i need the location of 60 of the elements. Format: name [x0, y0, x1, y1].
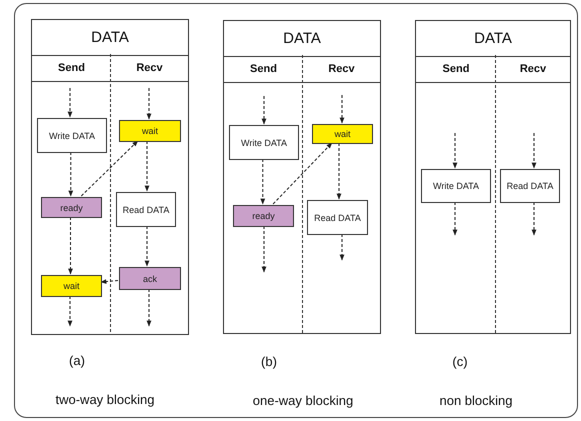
- arrow: [68, 296, 72, 327]
- process-box: [500, 169, 560, 203]
- arrow: [100, 279, 118, 284]
- arrow: [336, 142, 342, 200]
- panel-label: (b): [261, 354, 277, 369]
- arrow: [262, 96, 266, 125]
- panel-label: (a): [69, 353, 85, 368]
- process-box: [116, 192, 176, 227]
- box-label: wait: [142, 126, 158, 136]
- arrow: [260, 158, 266, 205]
- arrow: [80, 140, 138, 196]
- column-heading: Send: [224, 56, 303, 83]
- arrow: [452, 132, 458, 169]
- arrow: [272, 142, 332, 204]
- box-label: wait: [334, 129, 350, 139]
- process-box: [119, 120, 181, 142]
- arrow: [340, 94, 344, 124]
- arrow: [532, 132, 536, 169]
- arrow: [68, 152, 74, 197]
- column-heading: Recv: [303, 56, 380, 83]
- column-heading: Send: [32, 55, 111, 82]
- process-box: [421, 169, 491, 203]
- column-heading: Send: [416, 56, 496, 83]
- process-box: [41, 275, 102, 297]
- box-label: ready: [252, 211, 275, 221]
- arrow: [146, 88, 152, 120]
- box-label: Write DATA: [240, 138, 287, 148]
- arrow: [144, 140, 150, 192]
- process-box: [307, 200, 368, 235]
- table-heading: DATA: [416, 21, 570, 57]
- process-box: [233, 205, 294, 227]
- column-heading: Recv: [496, 56, 570, 83]
- arrow: [146, 288, 152, 327]
- panel-label: two-way blocking: [56, 392, 154, 407]
- arrow: [340, 234, 344, 261]
- box-label: Read DATA: [314, 212, 361, 222]
- table-heading: DATA: [224, 21, 380, 57]
- box-label: wait: [63, 281, 80, 291]
- arrow: [262, 226, 266, 273]
- table-heading: DATA: [32, 20, 188, 56]
- box-label: Write DATA: [432, 181, 479, 191]
- box-label: ready: [60, 202, 83, 212]
- arrow: [452, 202, 458, 236]
- box-label: Read DATA: [122, 204, 170, 214]
- arrow: [144, 226, 150, 267]
- arrow: [68, 216, 73, 275]
- arrow: [68, 88, 72, 118]
- process-box: [119, 267, 181, 290]
- process-box: [41, 197, 102, 218]
- column-heading: Recv: [111, 55, 188, 82]
- process-box: [37, 118, 107, 153]
- panel-label: non blocking: [440, 393, 512, 408]
- process-box: [229, 125, 299, 160]
- process-box: [312, 124, 373, 144]
- panel-label: one-way blocking: [252, 393, 354, 408]
- panel-label: (c): [452, 354, 468, 369]
- box-label: ack: [142, 274, 157, 284]
- box-label: Write DATA: [48, 130, 95, 140]
- arrow: [532, 202, 536, 236]
- box-label: Read DATA: [506, 181, 554, 191]
